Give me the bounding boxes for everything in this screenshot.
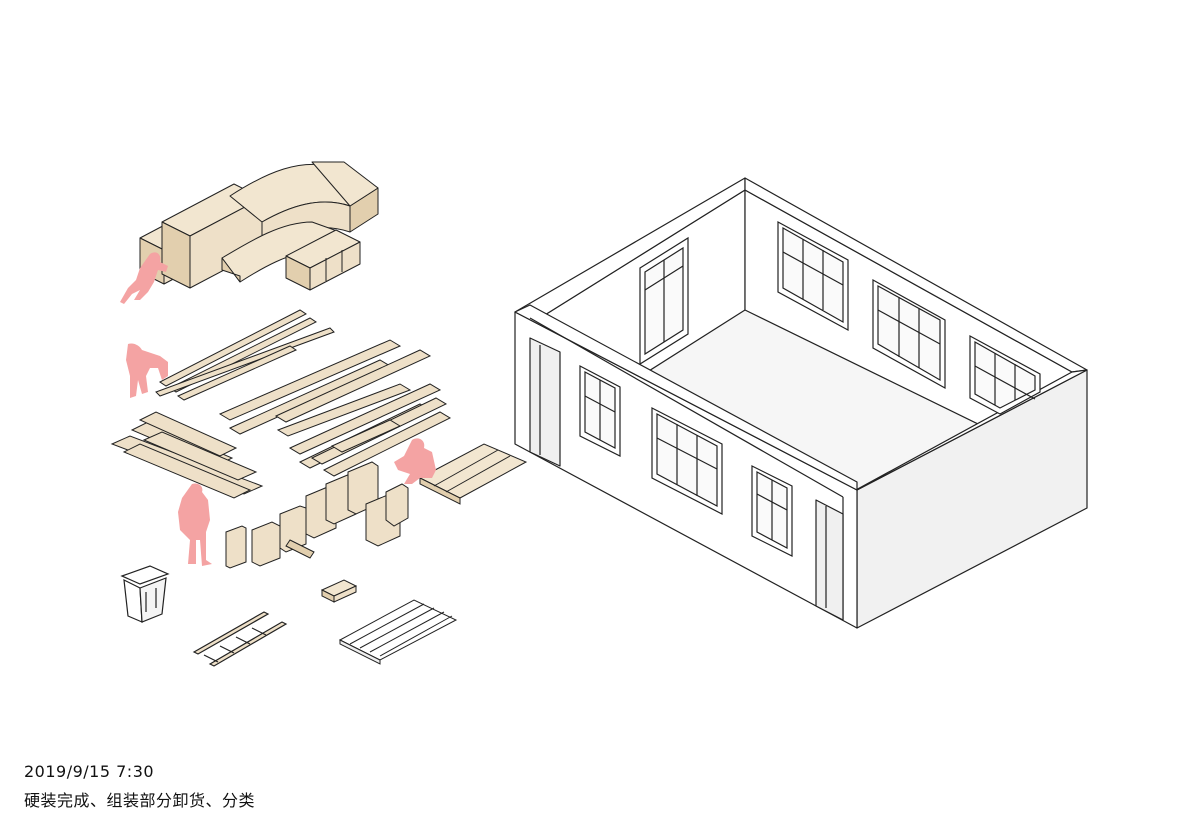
- window-back-1: [777, 220, 849, 332]
- trash-bin: [120, 565, 170, 623]
- window-front-3: [751, 465, 793, 557]
- pushing-worker: [120, 252, 168, 304]
- standing-worker: [178, 483, 212, 566]
- ladder: [192, 611, 288, 667]
- floor-grate: [338, 599, 458, 665]
- window-front-2: [651, 407, 723, 515]
- window-front-1: [579, 365, 621, 457]
- window-back-3: [969, 334, 1041, 415]
- small-box: [320, 579, 358, 603]
- worker-figures: [120, 252, 436, 566]
- crouching-worker: [394, 438, 436, 484]
- front-windows: [579, 365, 793, 557]
- window-back-2: [872, 278, 946, 390]
- door-opening-left: [529, 337, 561, 467]
- front-wall-top: [514, 304, 858, 491]
- back-windows: [639, 220, 1041, 415]
- panel-stacks: [225, 461, 409, 569]
- flat-boards: [418, 443, 528, 505]
- caption-description: 硬装完成、组装部分卸货、分类: [24, 791, 256, 810]
- plank-pile-lower: [110, 411, 264, 499]
- window-back-left-door: [639, 236, 689, 366]
- plank-pile-middle: [218, 339, 452, 477]
- plank-pile-upper: [155, 309, 335, 401]
- curved-cabinet-modules: [139, 161, 379, 291]
- bending-worker: [126, 343, 168, 398]
- caption-datetime: 2019/9/15 7:30: [24, 762, 155, 781]
- door-opening-right: [815, 499, 844, 621]
